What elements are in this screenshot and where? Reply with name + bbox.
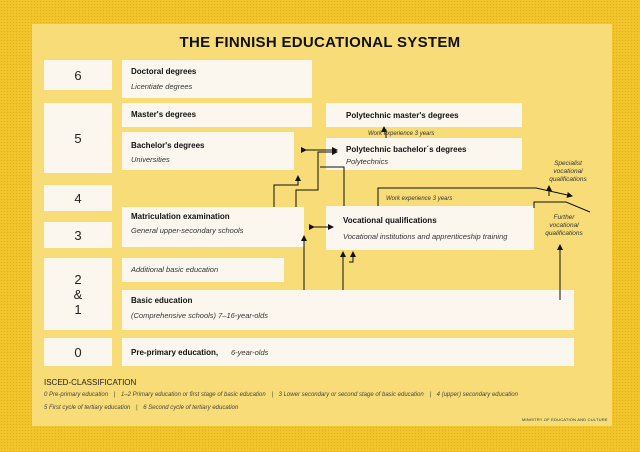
isced-1-2: 1–2 Primary education or first stage of … xyxy=(120,392,266,398)
bachelors-title: Bachelor's degrees xyxy=(131,141,205,150)
level-5: 5 xyxy=(44,103,112,173)
isced-0: 0 Pre-primary education xyxy=(44,392,109,398)
matriculation-subtitle: General upper-secondary schools xyxy=(131,226,244,235)
isced-row-2: 5 First cycle of tertiary education | 6 … xyxy=(44,405,239,411)
ministry-footer: MINISTRY OF EDUCATION AND CULTURE xyxy=(522,417,608,422)
isced-lower-secondary: 3 Lower secondary or second stage of bas… xyxy=(278,392,424,398)
work-experience-note-upper: Work experience 3 years xyxy=(368,131,435,137)
preprimary-title: Pre-primary education, xyxy=(131,348,219,357)
preprimary-box xyxy=(122,338,574,366)
poly-bachelors-title: Polytechnic bachelor´s degrees xyxy=(346,145,467,154)
poly-bachelors-box xyxy=(326,138,522,170)
additional-subtitle: Additional basic education xyxy=(131,265,219,274)
isced-title: ISCED-CLASSIFICATION xyxy=(44,378,137,387)
basic-box xyxy=(122,290,574,330)
matriculation-box xyxy=(122,207,304,247)
isced-6: 6 Second cycle of tertiary education xyxy=(143,405,239,411)
level-0: 0 xyxy=(44,338,112,366)
poly-masters-title: Polytechnic master's degrees xyxy=(346,111,459,120)
level-4: 4 xyxy=(44,185,112,211)
poly-masters-box xyxy=(326,103,522,127)
level-3: 3 xyxy=(44,222,112,248)
additional-box xyxy=(122,258,284,282)
isced-upper-secondary: 4 (upper) secondary education xyxy=(436,392,518,398)
isced-row-1: 0 Pre-primary education | 1–2 Primary ed… xyxy=(44,392,518,398)
doctoral-title: Doctoral degrees xyxy=(131,67,197,76)
level-2-and-1: 2 & 1 xyxy=(44,258,112,330)
masters-box xyxy=(122,103,312,127)
matriculation-title: Matriculation examination xyxy=(131,212,230,221)
bachelors-subtitle: Universities xyxy=(131,155,170,164)
specialist-vocational-label: Specialist vocational qualifications xyxy=(549,160,587,183)
work-experience-note-lower: Work experience 3 years xyxy=(386,196,453,202)
bachelors-box xyxy=(122,132,294,170)
level-6: 6 xyxy=(44,60,112,90)
masters-title: Master's degrees xyxy=(131,110,197,119)
further-vocational-label: Further vocational qualifications xyxy=(545,214,583,237)
vocational-subtitle: Vocational institutions and apprenticesh… xyxy=(343,232,508,241)
vocational-title: Vocational qualifications xyxy=(343,216,437,225)
basic-title: Basic education xyxy=(131,296,193,305)
isced-5: 5 First cycle of tertiary education xyxy=(44,405,131,411)
basic-subtitle: (Comprehensive schools) 7–16-year-olds xyxy=(131,311,269,320)
poly-bachelors-subtitle: Polytechnics xyxy=(346,157,389,166)
vocational-box xyxy=(326,206,534,250)
page-title: THE FINNISH EDUCATIONAL SYSTEM xyxy=(179,34,461,51)
doctoral-subtitle: Licentiate degrees xyxy=(131,82,193,91)
doctoral-box xyxy=(122,60,312,98)
preprimary-subtitle: 6-year-olds xyxy=(231,348,269,357)
